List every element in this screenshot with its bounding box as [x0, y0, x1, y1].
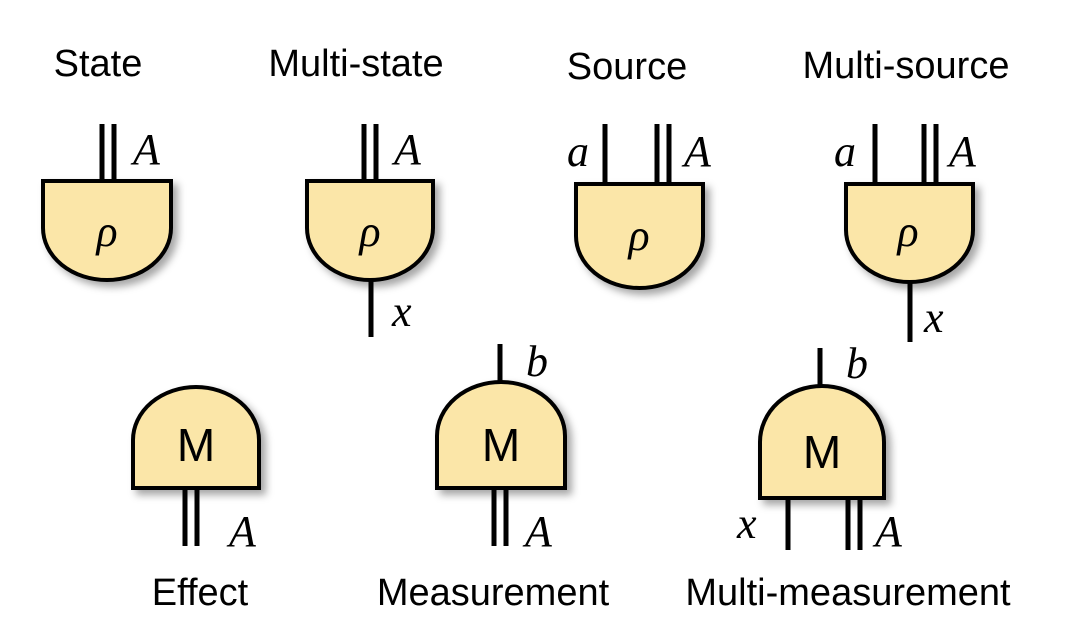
title-multi-source: Multi-source [803, 45, 1010, 87]
title-multi-state: Multi-state [268, 43, 443, 85]
multi-measurement-x-label: x [736, 499, 757, 548]
multi-source-rho-label: ρ [895, 207, 918, 256]
measurement-outcome-b-label: b [526, 337, 548, 386]
multi-source-diagram: ρ a A x [834, 124, 977, 342]
multi-source-system-a-label: A [946, 127, 977, 176]
source-system-a-label: A [681, 127, 712, 176]
measurement-diagram: M b A Measurement [377, 337, 610, 614]
multi-measurement-m-label: M [803, 426, 841, 478]
title-effect: Effect [152, 572, 249, 614]
multi-source-box [844, 182, 975, 284]
multi-state-x-label: x [391, 287, 412, 336]
state-diagram: ρ A [41, 124, 173, 282]
title-multi-measurement: Multi-measurement [685, 572, 1011, 614]
multi-state-system-a-label: A [391, 125, 422, 174]
title-measurement: Measurement [377, 572, 610, 614]
multi-measurement-system-a-label: A [872, 507, 903, 556]
multi-source-outcome-a-label: a [834, 127, 856, 176]
title-state: State [54, 43, 143, 85]
multi-measurement-outcome-b-label: b [846, 339, 868, 388]
title-source: Source [567, 46, 687, 88]
multi-measurement-box [758, 384, 886, 500]
effect-diagram: M A Effect [131, 385, 261, 614]
state-system-a-label: A [130, 125, 161, 174]
measurement-m-label: M [482, 419, 520, 471]
source-outcome-a-label: a [567, 127, 589, 176]
effect-m-label: M [177, 419, 215, 471]
measurement-system-a-label: A [522, 507, 553, 556]
measurement-box [435, 380, 567, 490]
source-diagram: ρ a A [567, 124, 712, 290]
source-box [574, 182, 705, 290]
multi-state-box [305, 179, 435, 282]
state-box [41, 179, 173, 282]
multi-measurement-diagram: M b x A Multi-measurement [685, 339, 1011, 614]
multi-state-diagram: ρ A x [305, 124, 435, 337]
effect-box [131, 385, 261, 490]
source-rho-label: ρ [626, 211, 649, 260]
multi-state-rho-label: ρ [357, 207, 380, 256]
effect-system-a-label: A [226, 507, 257, 556]
multi-source-x-label: x [923, 293, 944, 342]
state-rho-label: ρ [94, 207, 117, 256]
